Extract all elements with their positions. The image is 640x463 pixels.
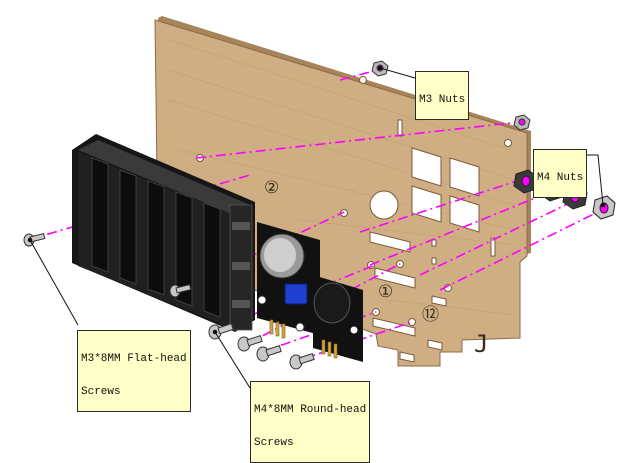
callout-m3-screws-line2: Screws: [81, 386, 121, 398]
callout-m4-screws-line1: M4*8MM Round-head: [254, 404, 367, 416]
leader-lines: [27, 65, 606, 389]
mark-j: J: [474, 330, 488, 358]
assembly-diagram: ② ① ⑫ J: [23, 16, 616, 389]
mark-circle-1: ①: [378, 282, 393, 302]
buzzer-board: [313, 275, 363, 362]
black-bracket: [72, 134, 255, 332]
plate-window-cutouts: [411, 147, 480, 233]
callout-m3-screws-line1: M3*8MM Flat-head: [81, 353, 187, 365]
screw-icons: [23, 233, 315, 370]
mark-circle-12: ⑫: [422, 305, 439, 325]
callout-m4-nuts-text: M4 Nuts: [537, 172, 584, 184]
callout-m4-screws: M4*8MM Round-head Screws: [250, 381, 371, 463]
callout-m3-screws: M3*8MM Flat-head Screws: [77, 330, 191, 412]
callout-m4-nuts: M4 Nuts: [533, 149, 588, 198]
sensor-board: [257, 222, 320, 339]
callout-m3-nuts: M3 Nuts: [415, 71, 470, 120]
callout-m4-screws-line2: Screws: [254, 437, 294, 449]
mark-circle-2: ②: [264, 178, 279, 198]
plate-round-hole: [369, 190, 399, 220]
callout-m3-nuts-text: M3 Nuts: [419, 94, 466, 106]
